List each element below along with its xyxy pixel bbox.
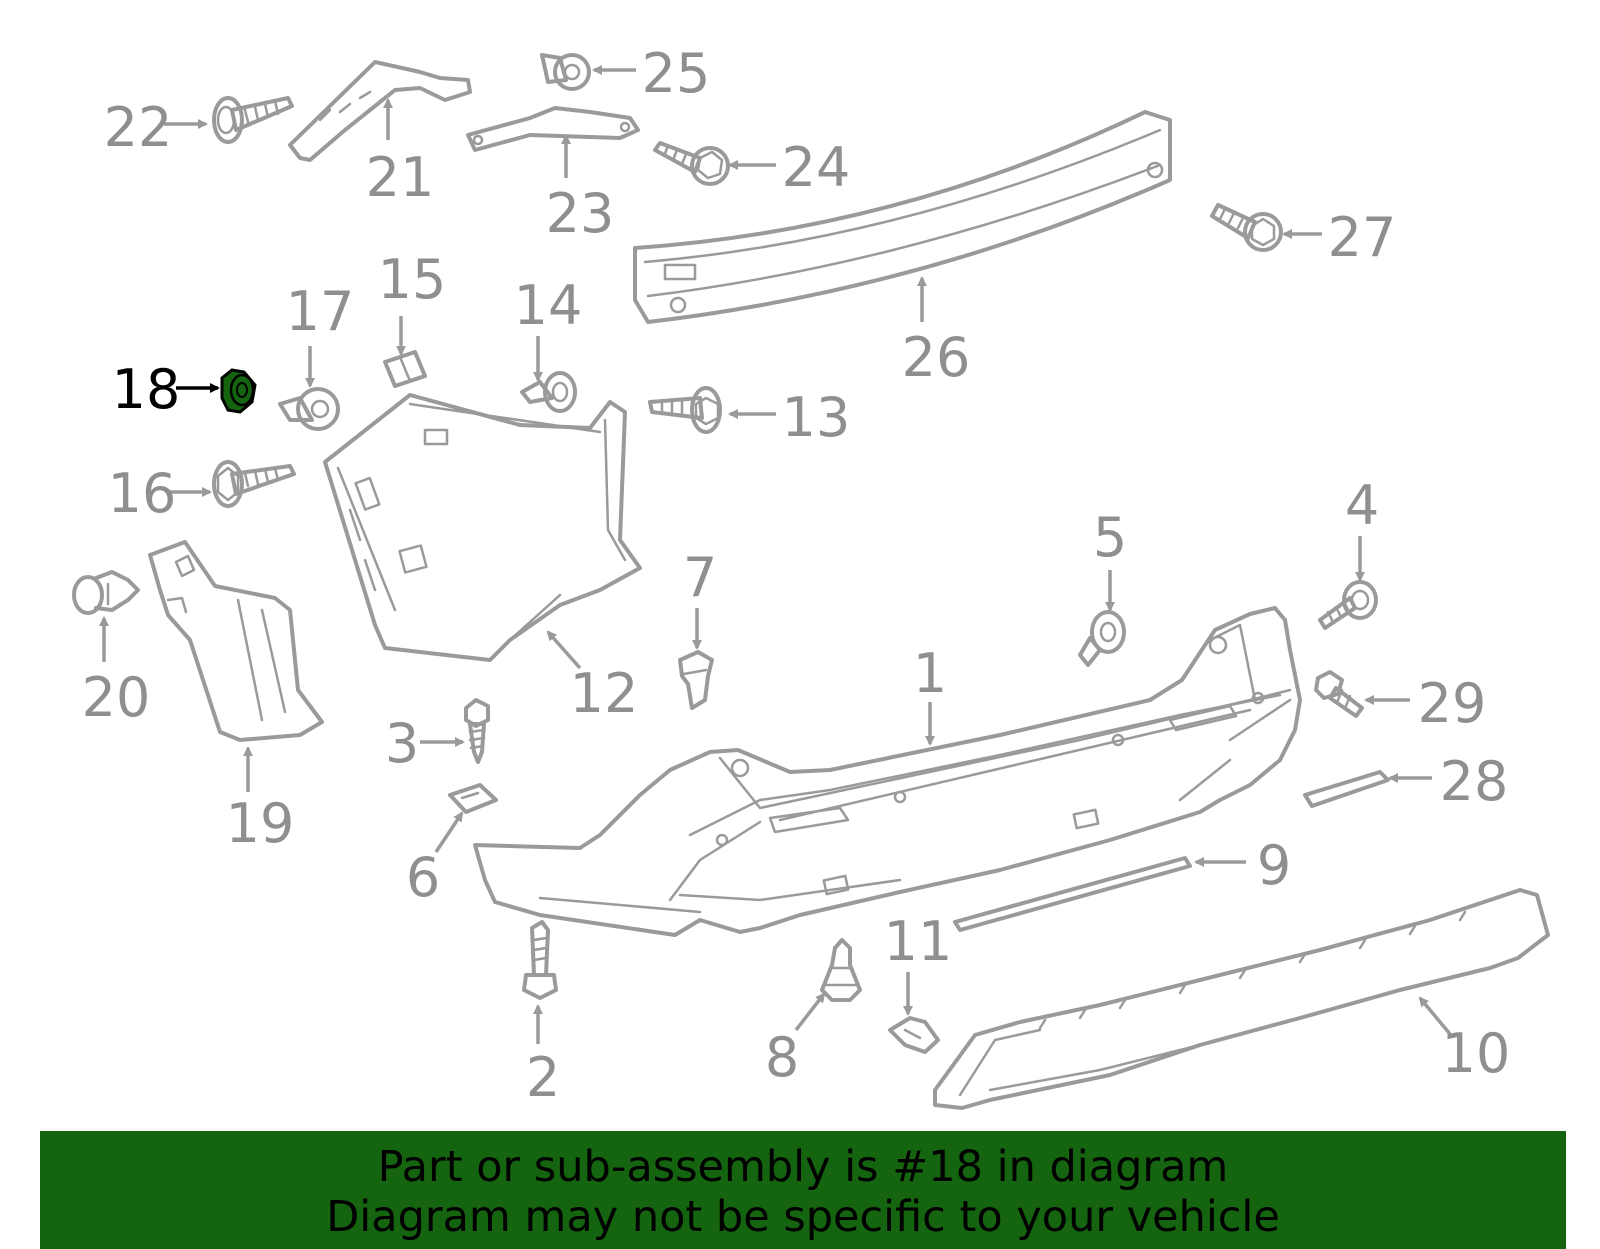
part-17-nut: [278, 387, 340, 431]
part-13-bolt: [648, 386, 722, 434]
part-19-bracket: [148, 540, 324, 742]
part-28-strip: [1303, 770, 1390, 808]
callout-23: 23: [546, 182, 615, 245]
part-16-bolt: [212, 460, 296, 508]
callout-22: 22: [104, 96, 173, 159]
callout-6: 6: [406, 846, 440, 909]
callout-12: 12: [570, 662, 639, 725]
callout-1: 1: [913, 642, 947, 705]
callout-19: 19: [226, 792, 295, 855]
arrow-6: [434, 811, 464, 853]
callout-3: 3: [385, 712, 419, 775]
part-14-clip: [520, 371, 577, 413]
callout-14: 14: [514, 274, 583, 337]
part-7-clip: [678, 650, 714, 710]
arrow-12: [546, 630, 582, 670]
part-20-clip: [72, 570, 140, 615]
info-banner: Part or sub-assembly is #18 in diagram D…: [40, 1131, 1566, 1249]
part-10-lower-cover: [933, 888, 1550, 1110]
callout-17: 17: [286, 280, 355, 343]
part-12-panel: [323, 393, 642, 662]
part-27-bolt: [1210, 203, 1283, 252]
part-25-clip: [540, 53, 591, 91]
banner-line-disclaimer: Diagram may not be specific to your vehi…: [326, 1192, 1280, 1242]
arrow-8: [794, 992, 826, 1032]
callout-labels: 1 2 3 4 5 6 7 8 9 10 11 12 13 14 15 16 1…: [82, 42, 1511, 1109]
callout-27: 27: [1328, 206, 1397, 269]
callout-arrows: [99, 65, 1452, 1044]
callout-18: 18: [112, 358, 181, 421]
callout-29: 29: [1418, 672, 1487, 735]
callout-24: 24: [782, 136, 851, 199]
callout-21: 21: [366, 146, 435, 209]
part-23-bracket: [466, 106, 640, 152]
part-24-bolt: [653, 141, 730, 186]
part-26-reinforcement: [633, 110, 1172, 324]
part-1-bumper-cover: [473, 606, 1302, 937]
callout-9: 9: [1257, 834, 1291, 897]
callout-26: 26: [902, 326, 971, 389]
part-11-clip: [888, 1016, 940, 1054]
part-9-molding: [953, 856, 1192, 932]
part-2-bolt: [522, 920, 558, 1000]
callout-8: 8: [765, 1026, 799, 1089]
callout-4: 4: [1345, 474, 1379, 537]
callout-5: 5: [1093, 506, 1127, 569]
callout-11: 11: [884, 910, 953, 973]
part-22-bolt: [212, 96, 294, 144]
callout-16: 16: [108, 462, 177, 525]
callout-15: 15: [378, 248, 447, 311]
part-15-clip: [383, 350, 427, 388]
callout-7: 7: [683, 546, 717, 609]
callout-25: 25: [642, 42, 711, 105]
part-4-screw: [1318, 580, 1378, 630]
callout-2: 2: [526, 1046, 560, 1109]
part-6-clip: [448, 783, 498, 814]
callout-20: 20: [82, 666, 151, 729]
callout-10: 10: [1442, 1022, 1511, 1085]
arrow-10: [1418, 996, 1452, 1036]
callout-13: 13: [782, 386, 851, 449]
part-3-screw: [464, 698, 490, 764]
part-21-bracket: [288, 60, 472, 162]
callout-28: 28: [1440, 750, 1509, 813]
banner-line-part: Part or sub-assembly is #18 in diagram: [377, 1142, 1229, 1192]
part-18-nut: [220, 368, 257, 414]
part-8-clip: [820, 938, 862, 1002]
part-5-clip: [1078, 610, 1126, 667]
part-29-bolt: [1314, 670, 1364, 718]
